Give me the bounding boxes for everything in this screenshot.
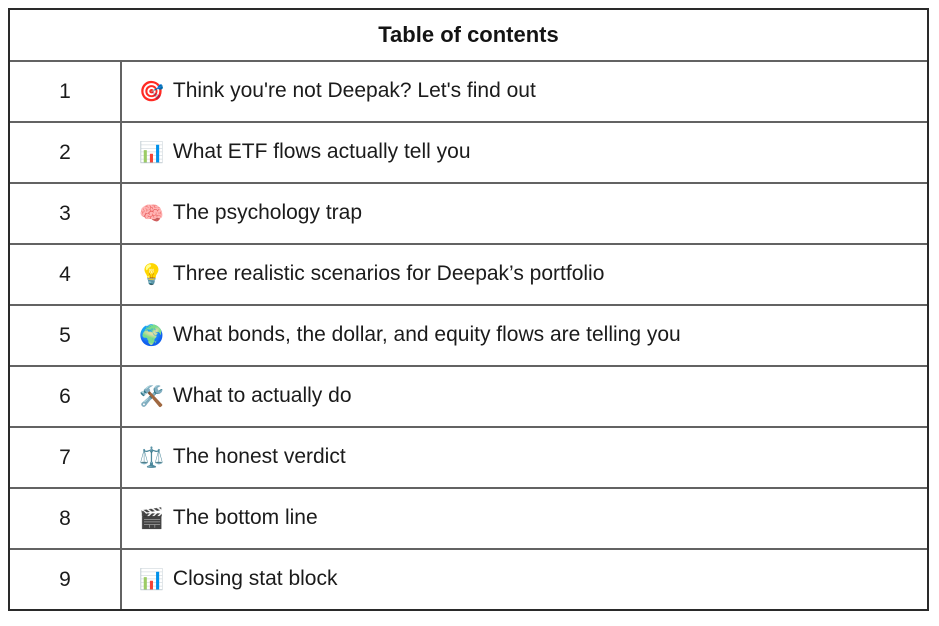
hammer-and-wrench-icon: 🛠️ <box>139 386 164 408</box>
table-row: 8 🎬 The bottom line <box>10 487 927 550</box>
toc-row-number: 9 <box>10 548 122 609</box>
toc-item-label: The honest verdict <box>172 445 346 468</box>
toc-item-label: Think you're not Deepak? Let's find out <box>172 79 536 102</box>
bar-chart-icon: 📊 <box>139 569 164 591</box>
toc-row-item: 🌍 What bonds, the dollar, and equity flow… <box>120 304 927 367</box>
toc-item-label: Closing stat block <box>172 567 338 590</box>
light-bulb-icon: 💡 <box>139 264 164 286</box>
table-row: 6 🛠️ What to actually do <box>10 365 927 428</box>
toc-header-row: Table of contents <box>10 10 927 62</box>
toc-row-number: 5 <box>10 304 122 367</box>
table-row: 2 📊 What ETF flows actually tell you <box>10 121 927 184</box>
globe-europe-africa-icon: 🌍 <box>139 325 164 347</box>
bar-chart-icon: 📊 <box>139 142 164 164</box>
toc-item-label: The psychology trap <box>172 201 363 224</box>
toc-row-number: 8 <box>10 487 122 550</box>
toc-row-number: 1 <box>10 60 122 123</box>
toc-row-item: 🛠️ What to actually do <box>120 365 927 428</box>
clapper-board-icon: 🎬 <box>139 508 164 530</box>
balance-scale-icon: ⚖️ <box>139 447 164 469</box>
toc-row-item: 📊 What ETF flows actually tell you <box>120 121 927 184</box>
toc-title: Table of contents <box>10 10 927 62</box>
table-row: 9 📊 Closing stat block <box>10 548 927 609</box>
table-row: 4 💡 Three realistic scenarios for Deepak’… <box>10 243 927 306</box>
toc-row-number: 6 <box>10 365 122 428</box>
toc-row-number: 2 <box>10 121 122 184</box>
toc-row-number: 4 <box>10 243 122 306</box>
toc-row-item: 🧠 The psychology trap <box>120 182 927 245</box>
toc-item-label: Three realistic scenarios for Deepak’s p… <box>172 262 605 285</box>
toc-item-label: What ETF flows actually tell you <box>172 140 471 163</box>
table-row: 5 🌍 What bonds, the dollar, and equity fl… <box>10 304 927 367</box>
toc-row-item: 🎯 Think you're not Deepak? Let's find out <box>120 60 927 123</box>
toc-row-item: 💡 Three realistic scenarios for Deepak’s … <box>120 243 927 306</box>
table-row: 7 ⚖️ The honest verdict <box>10 426 927 489</box>
toc-row-item: 📊 Closing stat block <box>120 548 927 609</box>
toc-row-number: 3 <box>10 182 122 245</box>
toc-item-label: The bottom line <box>172 506 318 529</box>
table-row: 1 🎯 Think you're not Deepak? Let's find o… <box>10 60 927 123</box>
toc-row-number: 7 <box>10 426 122 489</box>
toc-row-item: 🎬 The bottom line <box>120 487 927 550</box>
toc-item-label: What to actually do <box>172 384 352 407</box>
toc-item-label: What bonds, the dollar, and equity flows… <box>172 323 681 346</box>
table-row: 3 🧠 The psychology trap <box>10 182 927 245</box>
toc-table: Table of contents 1 🎯 Think you're not De… <box>10 10 927 609</box>
target-icon: 🎯 <box>139 81 164 103</box>
brain-icon: 🧠 <box>139 203 164 225</box>
table-of-contents: Table of contents 1 🎯 Think you're not De… <box>8 8 929 611</box>
toc-row-item: ⚖️ The honest verdict <box>120 426 927 489</box>
